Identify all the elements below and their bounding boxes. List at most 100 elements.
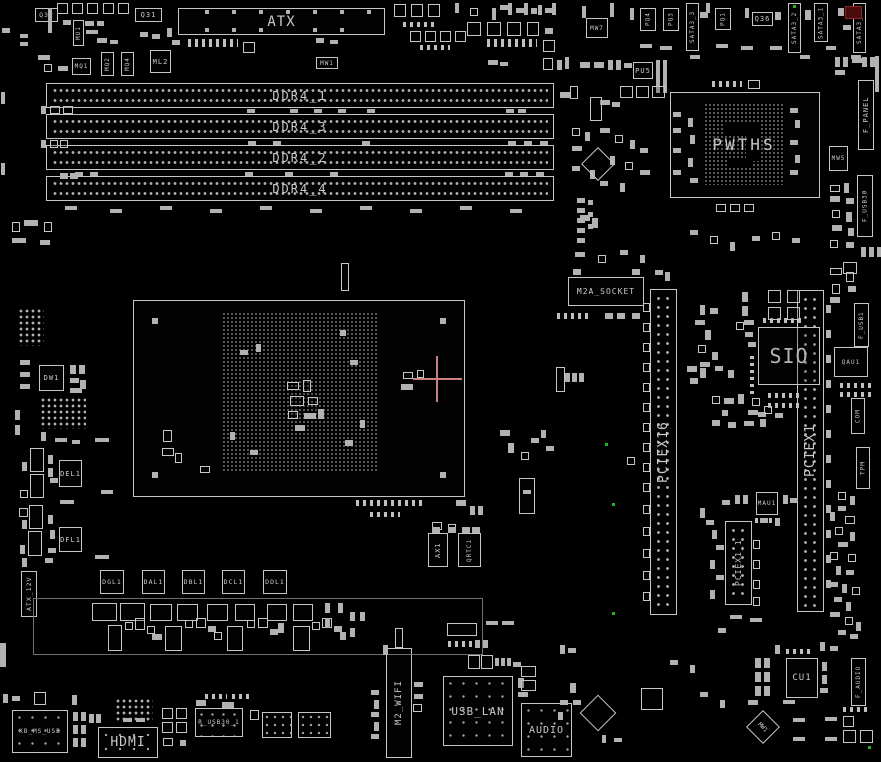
component-39 (410, 31, 421, 42)
component-297 (403, 372, 413, 379)
component-400 (150, 604, 172, 621)
component-280 (200, 466, 210, 473)
component-159 (835, 70, 845, 75)
mw5-box (829, 146, 848, 171)
component-155 (852, 58, 862, 63)
component-328 (70, 365, 76, 374)
component-279 (175, 453, 182, 463)
component-257 (712, 396, 720, 404)
component-185 (850, 532, 855, 541)
component-117 (588, 212, 593, 217)
component-243 (700, 305, 705, 315)
mw1_diamond: MW1 (746, 710, 780, 744)
component-520 (760, 518, 768, 523)
component-501 (843, 716, 854, 727)
component-338 (30, 474, 44, 498)
component-210 (643, 383, 650, 392)
component-29 (205, 28, 209, 32)
component-512 (614, 738, 622, 742)
green-dot-2 (612, 503, 615, 506)
component-67 (610, 3, 614, 17)
component-193 (852, 587, 860, 595)
component-426 (325, 603, 330, 613)
pad-grid-2 (115, 698, 153, 722)
component-96 (612, 102, 620, 107)
qau1-box (834, 347, 868, 377)
mq4-label: MQ4 (124, 57, 131, 71)
pin-row-4 (712, 81, 742, 87)
component-391 (210, 209, 222, 213)
component-124 (575, 252, 585, 257)
component-216 (643, 505, 650, 514)
component-26 (313, 10, 317, 14)
pad-grid-0 (18, 308, 44, 346)
mau1-label: MAU1 (757, 500, 777, 507)
sata3_1-slot (814, 3, 828, 42)
pin-row-14 (370, 512, 400, 517)
mw5-label: MW5 (831, 155, 846, 162)
component-197 (845, 617, 853, 625)
dgl1-label: DGL1 (102, 578, 122, 586)
ddr4_4-pins-top (52, 180, 548, 187)
pin-row-1 (487, 39, 537, 47)
component-407 (165, 626, 182, 651)
component-409 (293, 626, 310, 651)
component-58 (545, 28, 553, 34)
qrtc1-label: QRTC1 (466, 538, 473, 562)
component-234 (787, 290, 800, 303)
component-133 (752, 236, 760, 241)
component-169 (846, 242, 854, 248)
component-446 (475, 640, 480, 648)
component-68 (630, 8, 634, 20)
component-218 (643, 549, 650, 558)
component-321 (12, 238, 26, 243)
ddr4_1-label: DDR4_1 (272, 88, 328, 103)
component-260 (752, 398, 760, 406)
component-434 (374, 700, 379, 709)
component-323 (20, 360, 30, 365)
component-198 (856, 622, 861, 631)
component-258 (724, 398, 734, 404)
component-97 (570, 86, 578, 99)
pq4-box (640, 8, 656, 31)
component-215 (643, 483, 650, 492)
component-308 (521, 452, 529, 460)
component-236 (787, 307, 800, 320)
component-414 (185, 620, 193, 628)
component-413 (152, 634, 162, 640)
pin-row-17 (232, 694, 250, 699)
component-348 (22, 520, 27, 529)
component-363 (60, 173, 68, 179)
f_usb1-slot (854, 303, 869, 347)
vrm-outline-0 (33, 598, 483, 655)
component-109 (572, 166, 580, 171)
component-264 (728, 422, 736, 428)
component-237 (742, 292, 748, 302)
component-211 (643, 403, 650, 412)
dcl1-label: DCL1 (223, 578, 244, 586)
tpm-slot (856, 447, 870, 489)
component-271 (579, 373, 584, 382)
component-475 (123, 718, 132, 722)
pwths-thermal-pad-0 (723, 122, 759, 135)
component-404 (267, 604, 287, 621)
component-377 (508, 141, 516, 145)
component-462 (222, 702, 234, 708)
component-360 (50, 140, 58, 148)
component-245 (695, 320, 705, 325)
component-401 (177, 604, 198, 621)
component-66 (582, 6, 586, 18)
dgl1-box (100, 570, 124, 594)
component-393 (310, 209, 322, 213)
component-132 (730, 242, 735, 251)
dcl1-box (222, 570, 245, 594)
f_panel-label: F_PANEL (862, 96, 870, 134)
component-290 (256, 344, 261, 352)
component-378 (524, 141, 532, 145)
component-420 (270, 629, 278, 635)
component-172 (869, 247, 874, 257)
component-295 (360, 420, 365, 428)
component-59 (488, 60, 498, 65)
component-86 (594, 62, 604, 68)
component-163 (846, 198, 854, 204)
